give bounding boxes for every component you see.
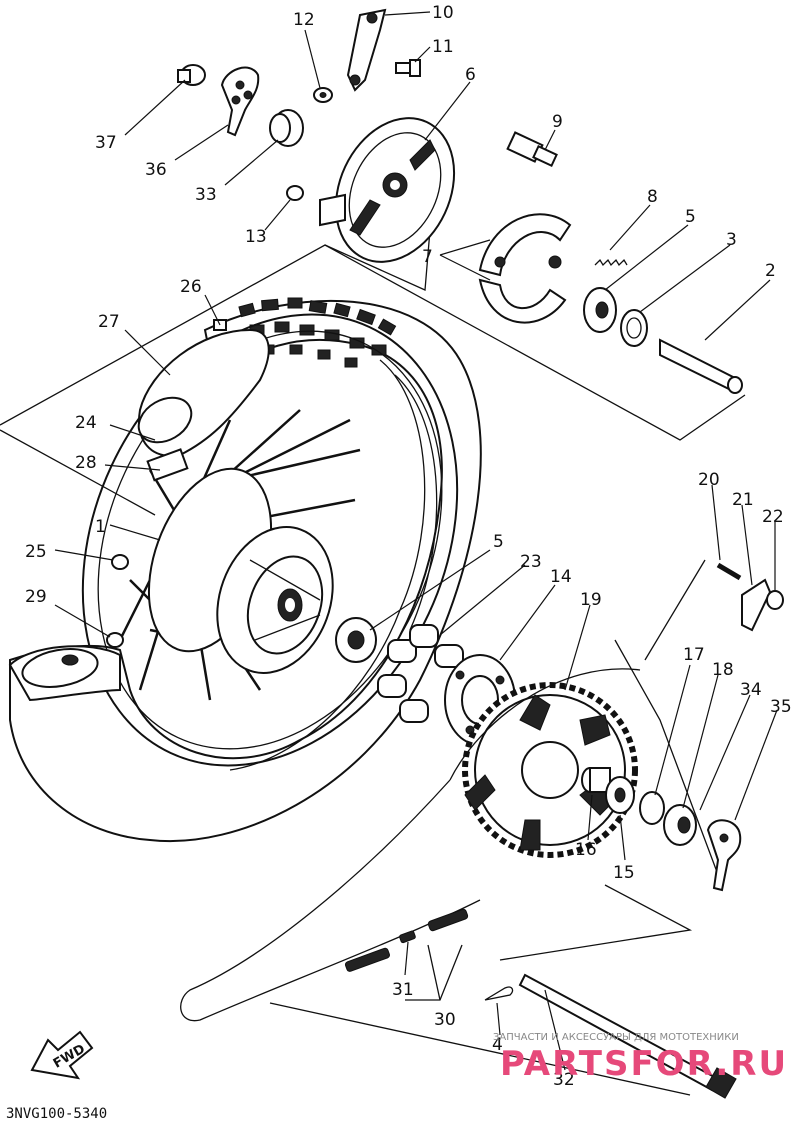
callout-19: 19 xyxy=(580,590,602,610)
brake-shoes xyxy=(478,213,572,324)
callout-23: 23 xyxy=(520,552,542,572)
collar-16 xyxy=(581,767,611,793)
collar-33 xyxy=(269,109,304,147)
hub xyxy=(147,467,334,674)
callout-15: 15 xyxy=(613,863,635,883)
callout-16: 16 xyxy=(575,840,597,860)
callout-25: 25 xyxy=(25,542,47,562)
callout-30: 30 xyxy=(434,1010,456,1030)
callout-labels: 12 10 11 6 9 37 36 33 13 8 5 3 2 7 26 27… xyxy=(25,3,792,1090)
callout-10: 10 xyxy=(432,3,454,23)
callout-8: 8 xyxy=(647,187,658,207)
bearing-15 xyxy=(605,776,635,814)
oil-seal-3 xyxy=(620,309,648,347)
adjuster-36 xyxy=(220,66,260,137)
callout-35: 35 xyxy=(770,697,792,717)
callout-7: 7 xyxy=(422,247,433,267)
callout-12: 12 xyxy=(293,10,315,30)
callout-29: 29 xyxy=(25,587,47,607)
cotter-pin-4 xyxy=(484,986,514,1001)
callout-31: 31 xyxy=(392,980,414,1000)
nut-12 xyxy=(313,87,333,103)
callout-11: 11 xyxy=(432,37,454,57)
bearing-5-bottom xyxy=(335,617,377,663)
bolt-29 xyxy=(106,632,124,648)
drive-chain xyxy=(180,668,641,1022)
callout-34: 34 xyxy=(740,680,762,700)
callout-32: 32 xyxy=(553,1070,575,1090)
callout-18: 18 xyxy=(712,660,734,680)
callout-28: 28 xyxy=(75,453,97,473)
callout-37: 37 xyxy=(95,133,117,153)
callout-36: 36 xyxy=(145,160,167,180)
callout-5a: 5 xyxy=(685,207,696,227)
dampers-23 xyxy=(377,624,464,723)
callout-33: 33 xyxy=(195,185,217,205)
callout-20: 20 xyxy=(698,470,720,490)
bolt-25 xyxy=(111,554,129,570)
callout-21: 21 xyxy=(732,490,754,510)
leader-lines xyxy=(54,11,778,1071)
callout-14: 14 xyxy=(550,567,572,587)
callout-2: 2 xyxy=(765,261,776,281)
axle-32 xyxy=(518,973,737,1099)
diagram-code: 3NVG100-5340 xyxy=(6,1106,107,1122)
callout-1: 1 xyxy=(95,517,106,537)
callout-27: 27 xyxy=(98,312,120,332)
tube-and-rim-band xyxy=(137,328,270,482)
chain-label-bracket xyxy=(405,944,463,1001)
callout-4: 4 xyxy=(492,1035,503,1055)
brake-spring xyxy=(594,258,628,267)
callout-17: 17 xyxy=(683,645,705,665)
spacer-2 xyxy=(659,338,743,394)
bolt-11 xyxy=(395,59,421,77)
nut-22 xyxy=(766,590,784,610)
callout-22: 22 xyxy=(762,507,784,527)
callout-3: 3 xyxy=(726,230,737,250)
callout-26: 26 xyxy=(180,277,202,297)
callout-13: 13 xyxy=(245,227,267,247)
assembly-lines xyxy=(0,229,746,1096)
nut-13 xyxy=(286,185,304,201)
callout-24: 24 xyxy=(75,413,97,433)
nut-37 xyxy=(177,64,206,86)
collar-18 xyxy=(663,804,697,846)
brake-camshaft xyxy=(506,131,558,167)
plate-21 xyxy=(741,578,772,632)
brake-panel xyxy=(319,117,456,263)
chain-guard-loop xyxy=(8,645,121,702)
brake-arm xyxy=(346,8,387,92)
watermark: ЗАПЧАСТИ И АКСЕССУАРЫ ДЛЯ МОТОТЕХНИКИ PA… xyxy=(493,1032,788,1084)
seal-17 xyxy=(639,791,665,825)
callout-6: 6 xyxy=(465,65,476,85)
watermark-line1: ЗАПЧАСТИ И АКСЕССУАРЫ ДЛЯ МОТОТЕХНИКИ xyxy=(493,1032,739,1043)
adjuster-35 xyxy=(706,819,742,892)
callout-5b: 5 xyxy=(493,532,504,552)
bolt-20 xyxy=(716,562,742,581)
forward-arrow-icon: FWD xyxy=(30,1030,94,1080)
callout-9: 9 xyxy=(552,112,563,132)
watermark-line2: PARTSFOR.RU xyxy=(500,1044,788,1084)
bearing-5-top xyxy=(583,287,617,333)
